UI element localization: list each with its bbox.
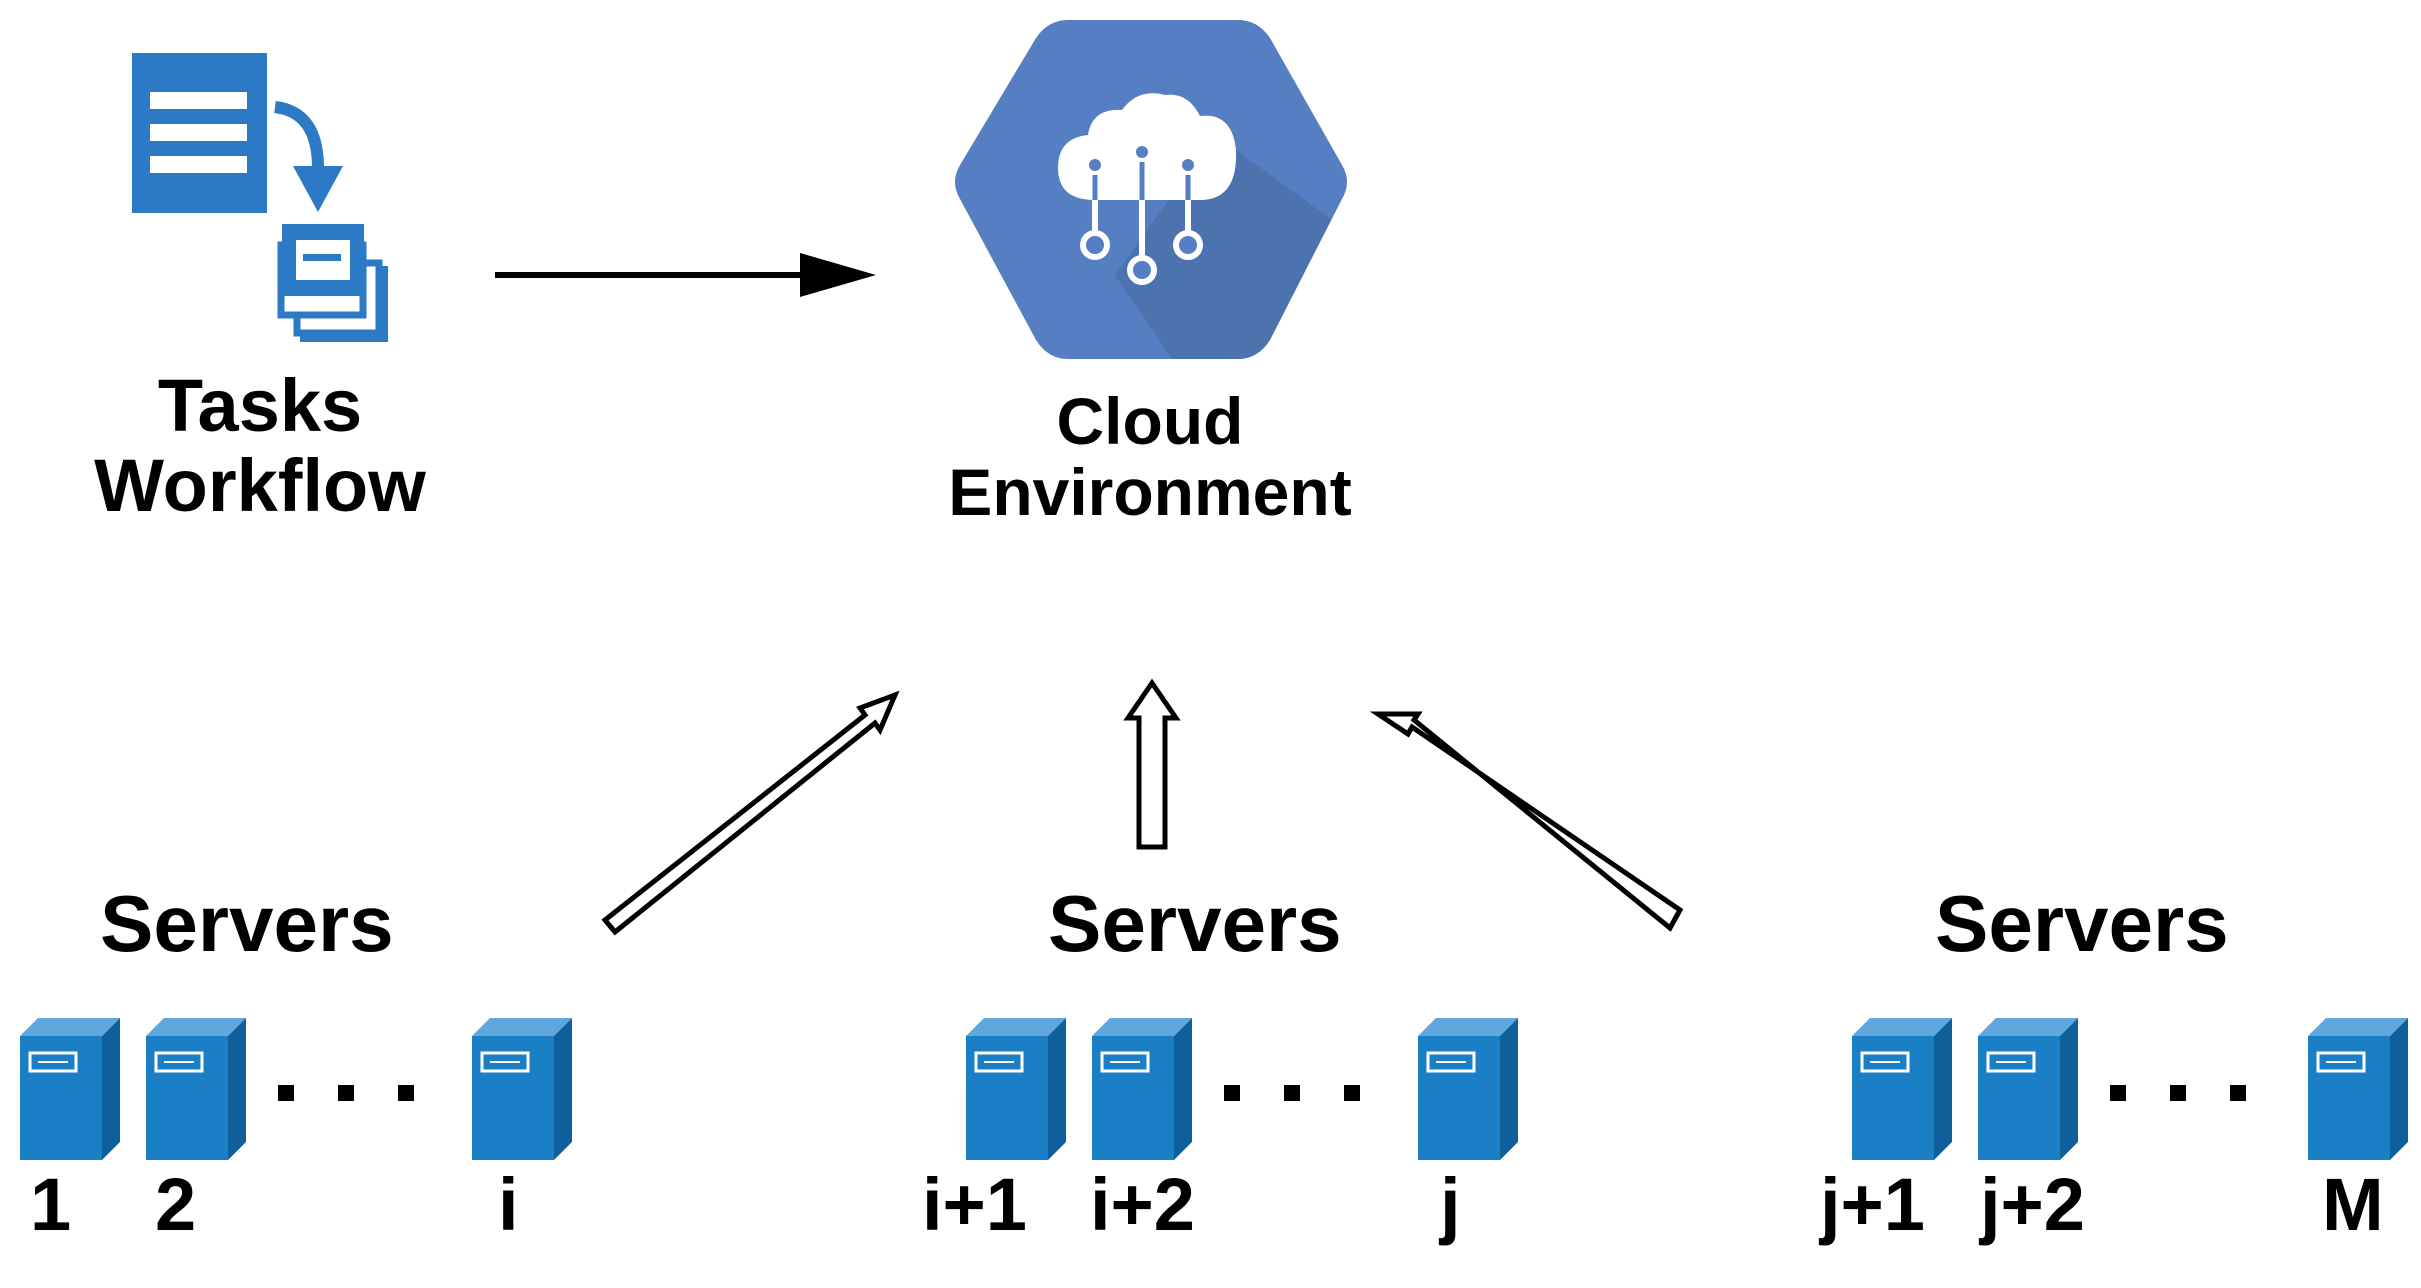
server-tower-icon	[18, 1016, 122, 1162]
ellipsis-dot	[2110, 1085, 2126, 1101]
cloud-environment-icon	[955, 20, 1347, 359]
server-tower-icon	[2306, 1016, 2410, 1162]
group2-title: Servers	[1048, 879, 1342, 968]
group1-ellipsis	[278, 1085, 414, 1101]
cloud-label: Cloud Environment	[900, 384, 1400, 530]
group1-to-cloud-arrow	[601, 690, 900, 936]
server-label: j	[1440, 1163, 1461, 1246]
server-tower-icon	[1850, 1016, 1954, 1162]
server-tower-icon	[1976, 1016, 2080, 1162]
server-tower-icon	[144, 1016, 248, 1162]
server-tower-icon	[964, 1016, 1068, 1162]
server-label: M	[2322, 1163, 2384, 1246]
group1-title: Servers	[100, 879, 394, 968]
ellipsis-dot	[278, 1085, 294, 1101]
group2-ellipsis	[1224, 1085, 1360, 1101]
ellipsis-dot	[398, 1085, 414, 1101]
server-label: i+1	[922, 1163, 1027, 1246]
server-label: j+2	[1980, 1163, 2085, 1246]
workflow-label: Tasks Workflow	[60, 366, 460, 526]
server-tower-icon	[1090, 1016, 1194, 1162]
server-tower-icon	[1416, 1016, 1520, 1162]
ellipsis-dot	[1284, 1085, 1300, 1101]
workflow-label-line1: Tasks	[157, 364, 363, 447]
workflow-to-cloud-arrow	[495, 253, 876, 297]
ellipsis-dot	[2170, 1085, 2186, 1101]
workflow-label-line2: Workflow	[94, 443, 426, 527]
group3-title: Servers	[1935, 879, 2229, 968]
server-tower-icon	[470, 1016, 574, 1162]
cloud-label-line2: Environment	[948, 455, 1352, 530]
group3-to-cloud-arrow	[1369, 711, 1684, 932]
ellipsis-dot	[1224, 1085, 1240, 1101]
server-label: j+1	[1820, 1163, 1925, 1246]
server-label: i+2	[1090, 1163, 1195, 1246]
tasks-workflow-icon	[132, 53, 388, 342]
group3-ellipsis	[2110, 1085, 2246, 1101]
ellipsis-dot	[1344, 1085, 1360, 1101]
group2-to-cloud-arrow	[1123, 678, 1181, 850]
ellipsis-dot	[2230, 1085, 2246, 1101]
server-label: 1	[30, 1163, 72, 1246]
cloud-label-line1: Cloud	[1056, 384, 1244, 458]
server-label: 2	[155, 1163, 197, 1246]
ellipsis-dot	[338, 1085, 354, 1101]
server-label: i	[498, 1163, 519, 1246]
